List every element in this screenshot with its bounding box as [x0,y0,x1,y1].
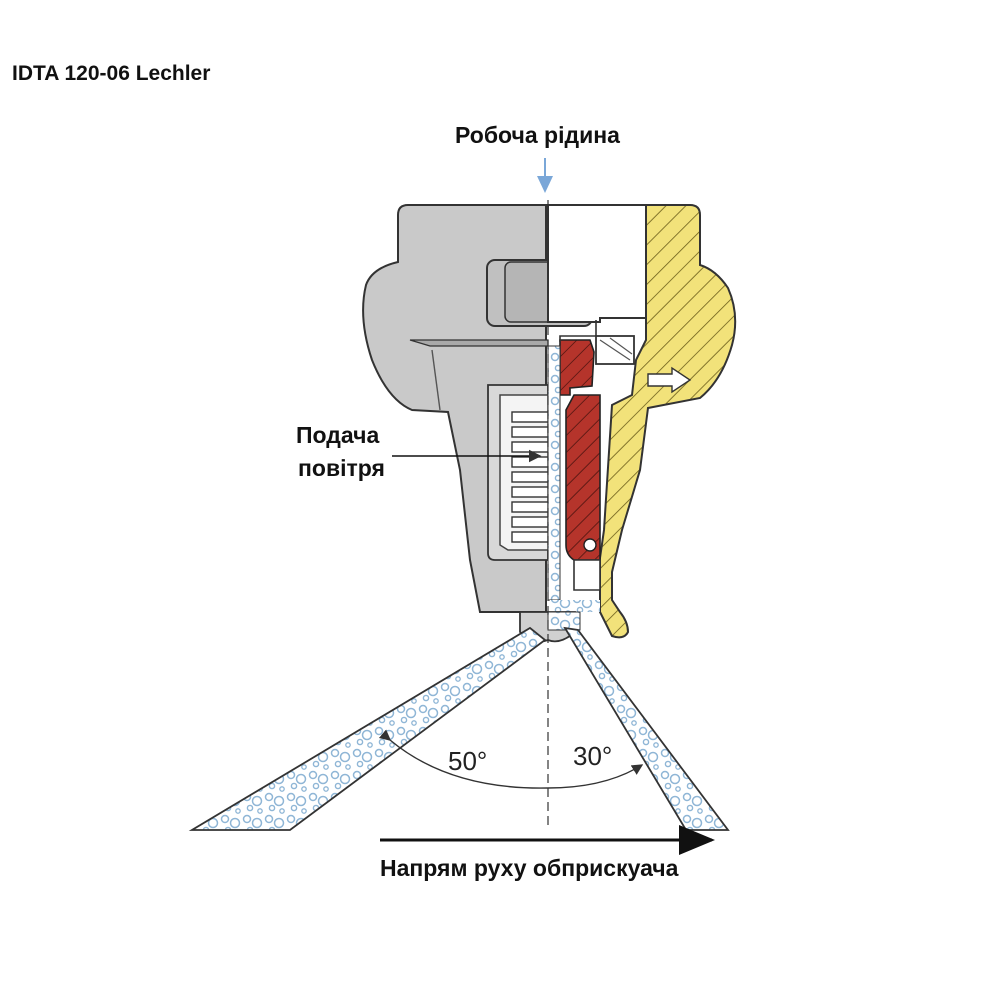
diagram-title: IDTA 120-06 Lechler [12,62,211,85]
angle-arcs [378,729,644,789]
fluid-inlet-arrow [537,158,553,193]
direction-label: Напрям руху обприскуача [380,855,679,881]
spray-jet-left [188,626,547,831]
angle-label-right: 30° [573,741,612,771]
air-intake-slots [511,411,549,543]
air-liquid-channel [547,345,600,612]
spray-jet-right [563,626,730,831]
angle-label-left: 50° [448,746,487,776]
fluid-inlet-label: Робоча рідина [455,122,620,148]
air-supply-label-line1: Подача [296,422,380,448]
flow-direction-arrow [647,366,692,394]
nozzle-body-section [547,204,737,639]
air-supply-label-line2: повітря [298,455,385,481]
